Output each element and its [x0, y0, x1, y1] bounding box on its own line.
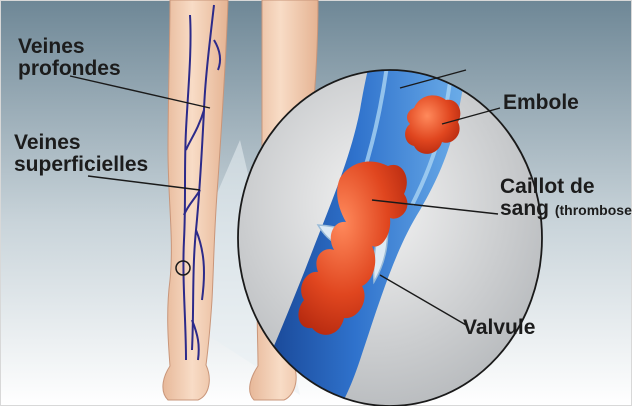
label-veines-profondes: Veines profondes — [18, 36, 121, 80]
label-caillot: Caillot de sang (thrombose) — [500, 176, 632, 220]
label-embole: Embole — [503, 92, 579, 114]
label-sang: sang — [500, 197, 549, 220]
label-line: Caillot de — [500, 176, 632, 198]
label-line: profondes — [18, 58, 121, 80]
label-line: Veines — [14, 132, 148, 154]
label-veines-superficielles: Veines superficielles — [14, 132, 148, 176]
label-thrombose: (thrombose) — [555, 202, 632, 218]
label-valvule: Valvule — [463, 317, 535, 339]
label-line: sang (thrombose) — [500, 198, 632, 220]
label-line: Veines — [18, 36, 121, 58]
label-line: superficielles — [14, 154, 148, 176]
